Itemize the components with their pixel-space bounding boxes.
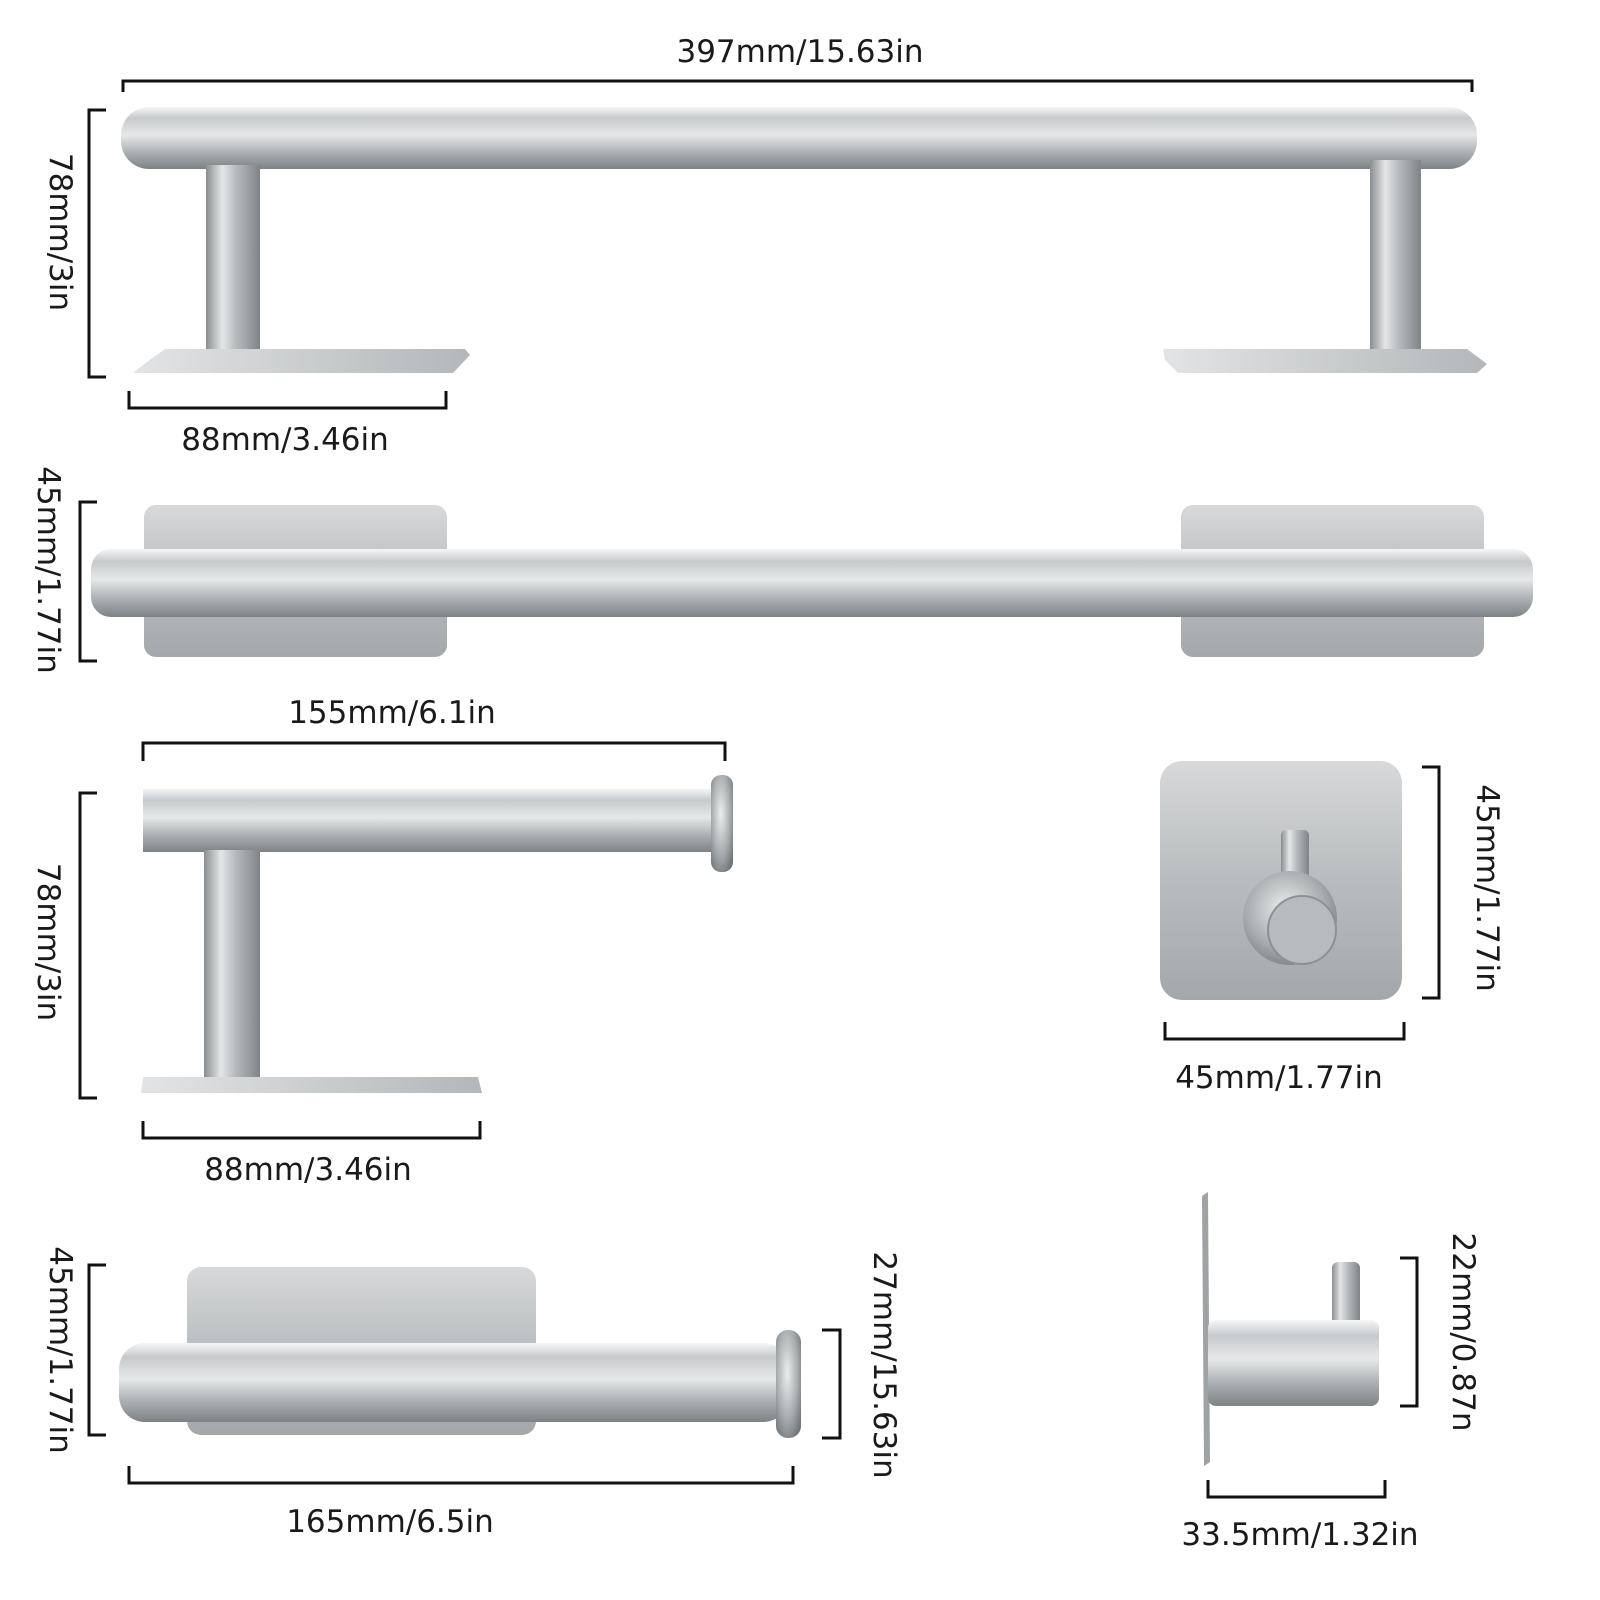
towel-bar-base-plate-right (1163, 349, 1487, 373)
hook-side-depth-dimension-line (1206, 1480, 1387, 1499)
paper-holder-end-cap (711, 775, 733, 872)
towel-bar-width-label: 397mm/15.63in (676, 34, 923, 70)
paper-holder-front-rod-label: 27mm/15.63in (866, 1251, 902, 1478)
hook-side-stem (1332, 1262, 1360, 1330)
paper-holder-front-rod (119, 1343, 789, 1422)
paper-holder-base-dimension-line (141, 1121, 482, 1140)
towel-bar-post-right (1370, 160, 1421, 369)
hook-side-height-dimension-line (1400, 1256, 1419, 1408)
towel-bar-front-view: 45mm/1.77in (30, 466, 1533, 674)
towel-bar-front-height-dimension-line (78, 500, 97, 663)
hook-front-height-dimension-line (1422, 765, 1441, 1000)
paper-holder-base-plate (141, 1077, 482, 1093)
hook-front-width-dimension-line (1163, 1022, 1406, 1041)
hook-front-view: 45mm/1.77in 45mm/1.77in (1160, 761, 1505, 1096)
towel-bar-front-rod (91, 549, 1533, 617)
towel-bar-width-dimension-line (121, 79, 1474, 92)
paper-holder-width-label: 155mm/6.1in (288, 695, 496, 731)
hook-side-view: 22mm/0.87n 33.5mm/1.32in (1181, 1192, 1481, 1553)
paper-holder-front-rod-dimension-line (822, 1328, 842, 1440)
paper-holder-front-view: 45mm/1.77in 27mm/15.63in 165mm/6.5in (42, 1246, 902, 1540)
towel-bar-base-label: 88mm/3.46in (181, 422, 389, 458)
towel-bar-height-label: 78mm/3in (42, 153, 78, 311)
towel-bar-side-view: 397mm/15.63in 78mm/3in 88mm/3.46in (42, 34, 1487, 458)
paper-holder-side-view: 155mm/6.1in 78mm/3in 88mm/3.46in (30, 695, 733, 1188)
towel-bar-base-dimension-line (127, 391, 448, 410)
hook-front-height-label: 45mm/1.77in (1469, 784, 1505, 992)
towel-bar-height-dimension-line (87, 108, 106, 379)
towel-bar-post-left (206, 165, 260, 369)
paper-holder-front-width-label: 165mm/6.5in (286, 1504, 494, 1540)
hook-side-height-label: 22mm/0.87n (1445, 1233, 1481, 1432)
towel-bar-base-plate-left (133, 349, 470, 373)
paper-holder-front-height-dimension-line (87, 1263, 106, 1437)
hook-side-barrel (1208, 1320, 1379, 1406)
paper-holder-front-end-cap (776, 1330, 801, 1438)
paper-holder-front-height-label: 45mm/1.77in (42, 1246, 78, 1454)
towel-bar-front-height-label: 45mm/1.77in (30, 466, 66, 674)
paper-holder-height-dimension-line (78, 791, 97, 1100)
paper-holder-post (204, 850, 260, 1089)
hook-front-width-label: 45mm/1.77in (1175, 1060, 1383, 1096)
paper-holder-front-width-dimension-line (127, 1466, 795, 1485)
paper-holder-height-label: 78mm/3in (30, 863, 66, 1021)
towel-bar-rod (121, 107, 1477, 169)
paper-holder-width-dimension-line (141, 741, 727, 761)
hook-front-knob-face (1267, 895, 1337, 965)
paper-holder-arm (143, 789, 721, 852)
paper-holder-base-label: 88mm/3.46in (204, 1152, 412, 1188)
hook-side-depth-label: 33.5mm/1.32in (1181, 1517, 1418, 1553)
